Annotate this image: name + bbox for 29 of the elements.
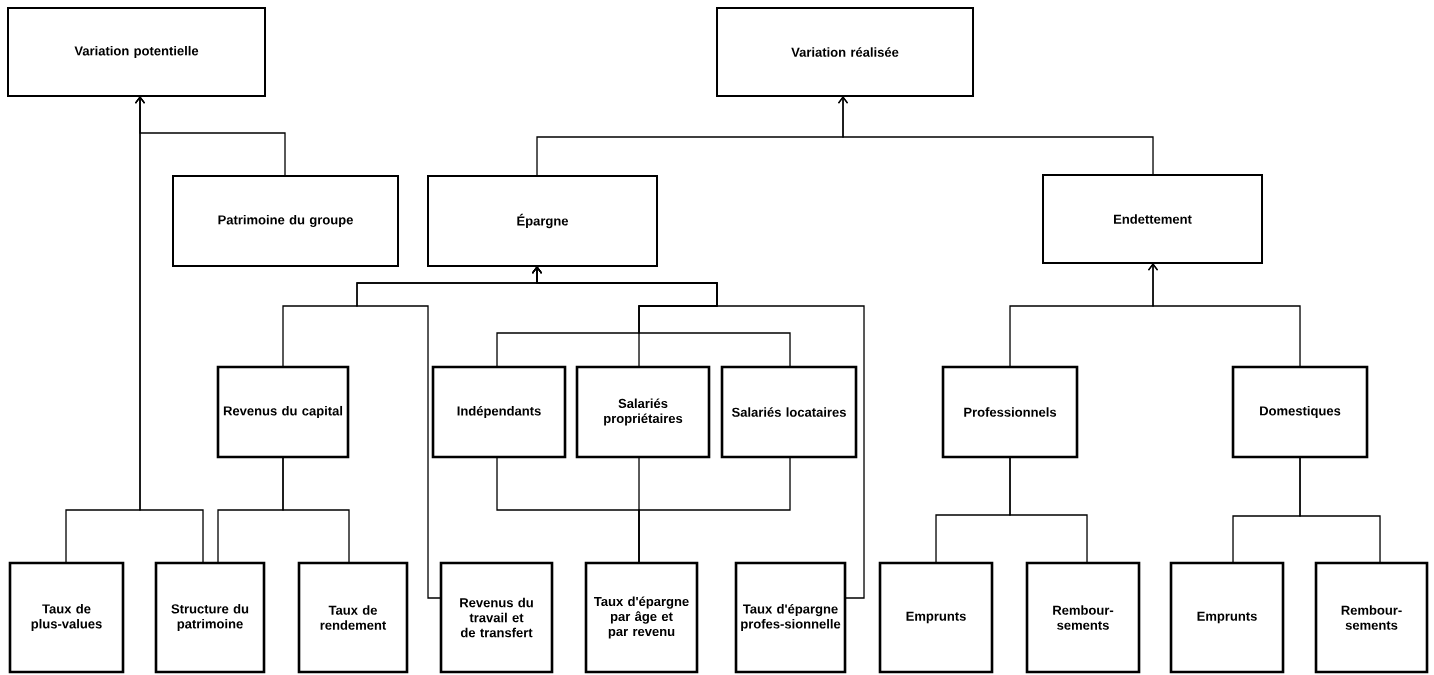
label-box: Emprunts <box>878 561 994 674</box>
connector-line <box>1009 456 1088 564</box>
label-box: Taux de plus-values <box>8 561 125 674</box>
label-box: Salariés propriétaires <box>575 365 711 459</box>
connector-arrow <box>134 96 286 177</box>
label-box: Endettement <box>1042 174 1263 264</box>
label-box: Rembour-sements <box>1025 561 1141 674</box>
label-box: Indépendants <box>431 365 567 459</box>
label-box: Épargne <box>427 175 658 267</box>
label-box: Professionnels <box>941 365 1079 459</box>
connector-line <box>282 456 350 564</box>
connector-line <box>638 456 791 564</box>
label-box: Patrimoine du groupe <box>172 175 399 267</box>
label-box: Revenus du capital <box>216 365 350 459</box>
label-box: Emprunts <box>1169 561 1285 674</box>
label-box: Variation réalisée <box>716 7 974 97</box>
label-box: Revenus du travail et de transfert <box>439 561 554 674</box>
connector-arrow <box>837 96 1154 176</box>
label-box: Domestiques <box>1231 365 1369 459</box>
connector-arrow <box>1147 263 1301 368</box>
connector-line <box>1299 456 1381 564</box>
label-box: Variation potentielle <box>7 7 266 97</box>
label-box: Taux de rendement <box>297 561 409 674</box>
label-box: Salariés locataires <box>720 365 858 459</box>
label-box: Taux d'épargne profes-sionnelle <box>734 561 847 674</box>
label-box: Rembour-sements <box>1314 561 1429 674</box>
label-box: Structure du patrimoine <box>154 561 266 674</box>
connector-arrow <box>531 266 865 599</box>
label-box: Taux d'épargne par âge et par revenu <box>584 561 699 674</box>
